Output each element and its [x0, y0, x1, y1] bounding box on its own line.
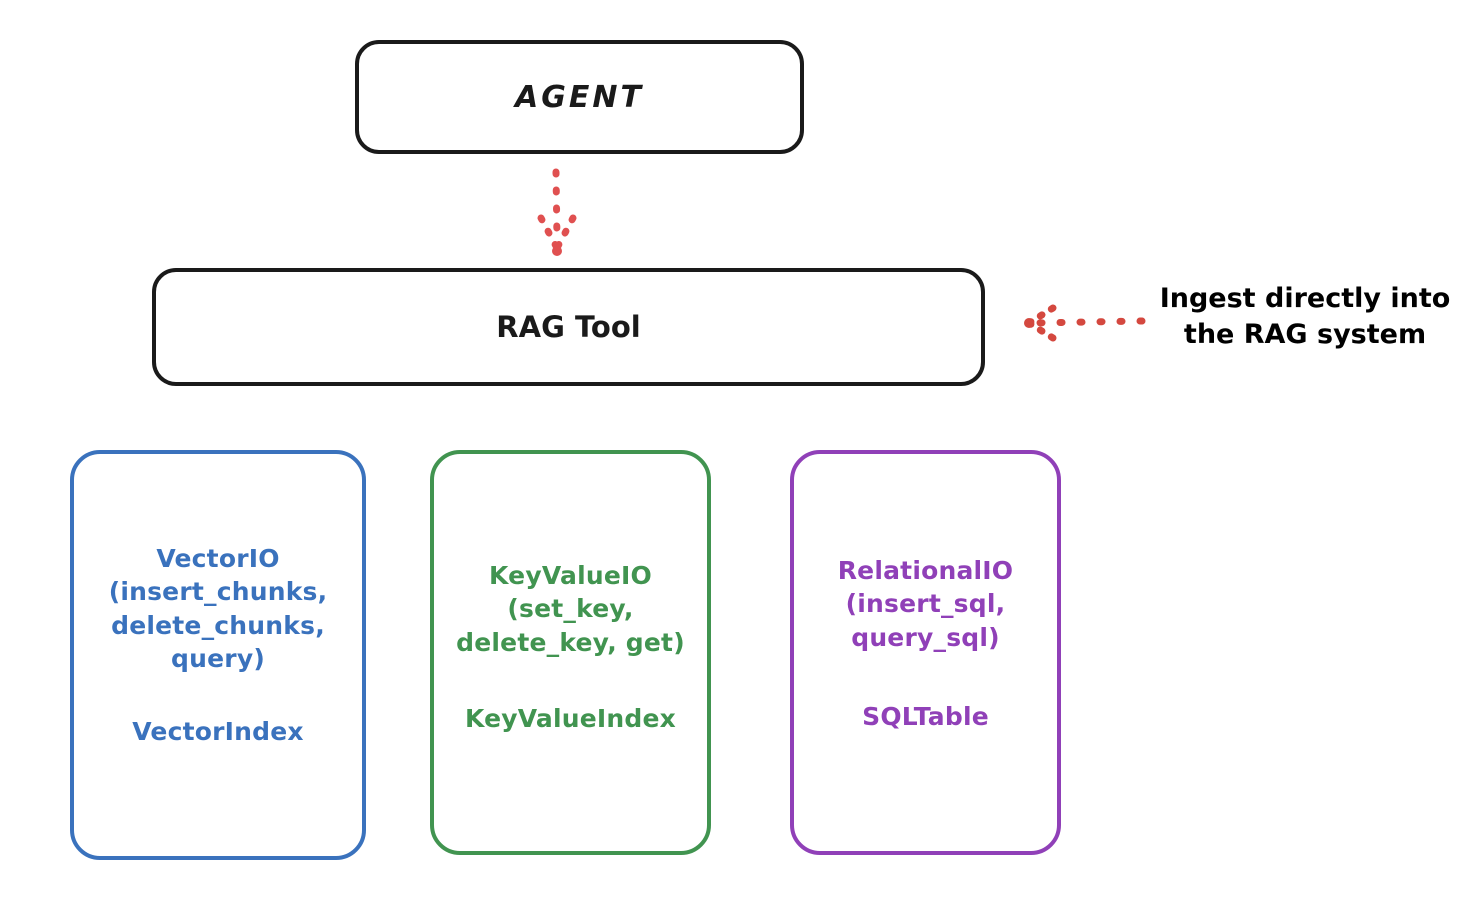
ingest-arrow-icon — [1024, 304, 1146, 342]
agent-node[interactable]: AGENT — [355, 40, 804, 154]
store-key-value-io-index: KeyValueIndex — [464, 703, 677, 733]
rag-tool-node[interactable]: RAG Tool — [152, 268, 985, 386]
store-vector-io-api: VectorIO (insert_chunks, delete_chunks, … — [108, 544, 328, 673]
store-vector-io[interactable]: VectorIO (insert_chunks, delete_chunks, … — [70, 450, 366, 860]
agent-to-rag-arrow-icon — [537, 168, 577, 256]
store-relational-io-api: RelationalIO (insert_sql, query_sql) — [837, 556, 1014, 652]
store-relational-io[interactable]: RelationalIO (insert_sql, query_sql) SQL… — [790, 450, 1061, 855]
store-key-value-io-api: KeyValueIO (set_key, delete_key, get) — [456, 561, 685, 657]
ingest-annotation-label: Ingest directly into the RAG system — [1159, 283, 1451, 350]
store-vector-io-index: VectorIndex — [132, 717, 304, 746]
store-relational-io-index: SQLTable — [862, 701, 989, 731]
agent-node-label: AGENT — [515, 79, 644, 115]
rag-tool-node-label: RAG Tool — [496, 310, 641, 344]
store-key-value-io[interactable]: KeyValueIO (set_key, delete_key, get) Ke… — [430, 450, 711, 855]
